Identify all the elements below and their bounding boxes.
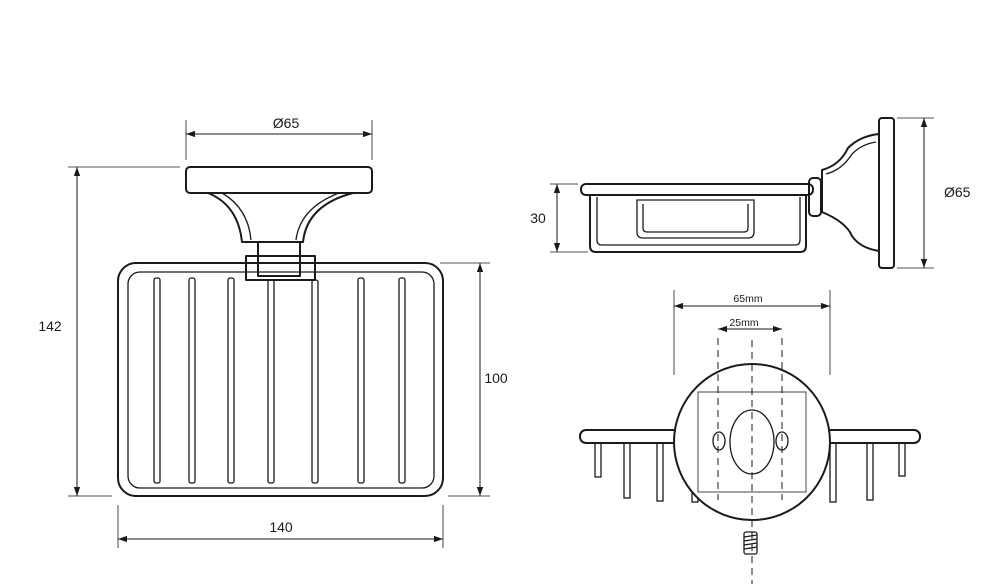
wall-plate bbox=[185, 166, 373, 194]
side-wall-plate bbox=[878, 117, 895, 269]
basket-bars bbox=[153, 277, 406, 484]
dim-outer-spacing: 65mm bbox=[733, 293, 762, 305]
dim-overall-height: 142 bbox=[38, 318, 62, 334]
dim-depth: 30 bbox=[530, 210, 546, 226]
neck bbox=[207, 192, 354, 243]
dim-basket-width: 140 bbox=[269, 519, 293, 535]
clamp bbox=[257, 241, 301, 277]
side-top-rail bbox=[580, 183, 814, 196]
mount-screw-hole-left bbox=[712, 431, 726, 451]
dim-plate-diameter: Ø65 bbox=[273, 115, 300, 131]
basket-frame bbox=[117, 262, 444, 497]
mount-arm-right bbox=[823, 429, 921, 444]
dim-basket-height: 100 bbox=[484, 370, 508, 386]
side-neck bbox=[821, 133, 880, 252]
mounting-view: 65mm 25mm bbox=[579, 290, 921, 584]
dim-inner-spacing: 25mm bbox=[729, 317, 758, 329]
mount-arm-left bbox=[579, 429, 681, 444]
front-view: Ø65 142 100 140 bbox=[38, 115, 508, 548]
screw bbox=[743, 531, 758, 555]
side-view: 30 Ø65 bbox=[530, 117, 971, 269]
dim-side-plate-diameter: Ø65 bbox=[944, 184, 971, 200]
side-basket bbox=[589, 194, 807, 253]
